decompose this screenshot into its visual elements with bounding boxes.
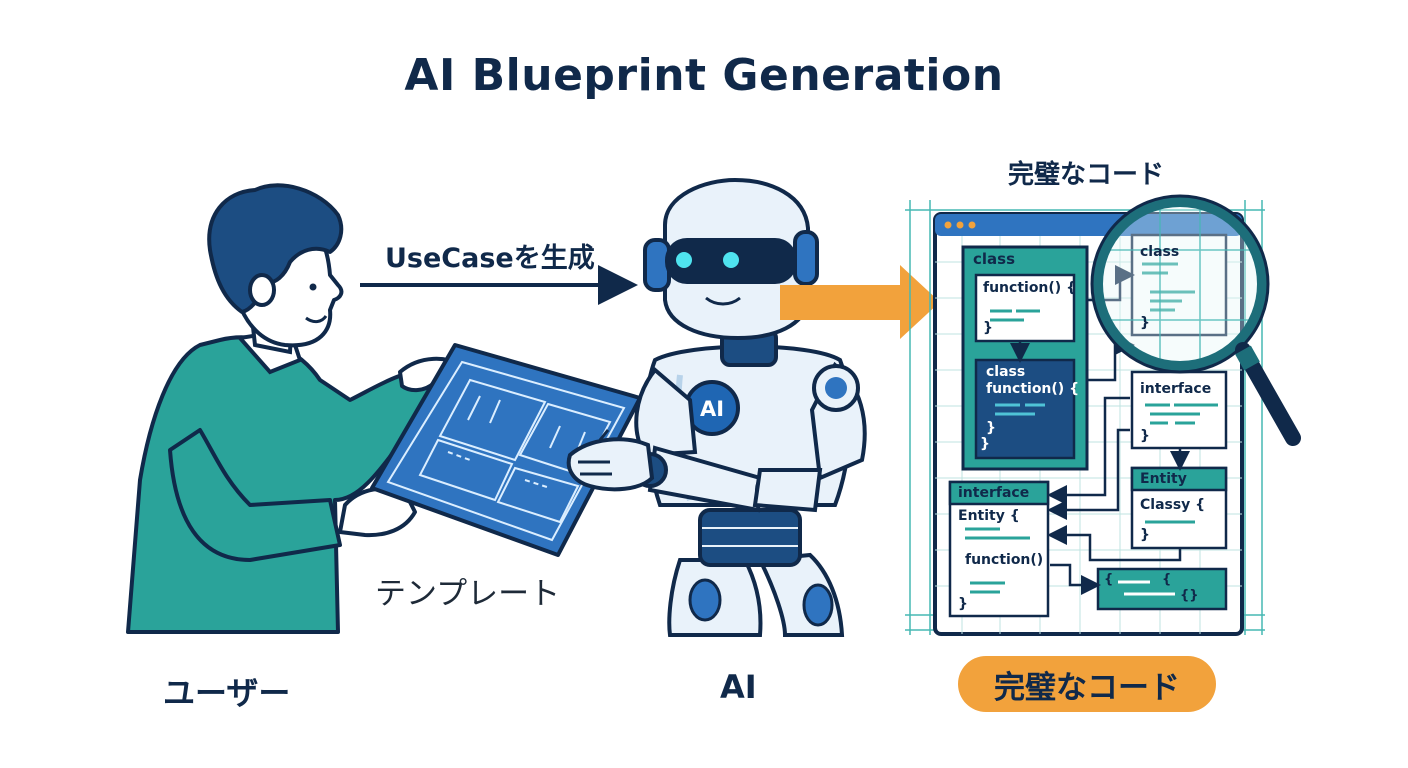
interface-right-keyword: interface [1140, 381, 1212, 397]
template-label: テンプレート [375, 576, 561, 612]
usecase-arrow-label: UseCaseを生成 [385, 243, 595, 274]
interface-left-header: interface [958, 485, 1030, 501]
class-keyword-1: class [973, 250, 1016, 268]
code-window-titlebar [935, 214, 1242, 236]
interface-left-close: } [958, 596, 968, 612]
interface-left-line1: Entity { [958, 508, 1020, 524]
entity-line: Classy { [1140, 497, 1206, 513]
person-icon [126, 183, 465, 634]
code-section-title: 完璧なコード [1008, 160, 1165, 190]
robot-icon [566, 177, 867, 637]
magnified-class-keyword: class [1140, 244, 1180, 260]
orange-arrow-icon [780, 265, 940, 339]
entity-header: Entity [1140, 471, 1187, 487]
small-block-open2: { [1162, 572, 1172, 587]
user-label: ユーザー [163, 674, 291, 712]
close-brace-2a: } [986, 420, 996, 436]
close-brace-1: } [983, 320, 993, 336]
magnified-close-brace: } [1140, 315, 1150, 331]
page-title: AI Blueprint Generation [404, 50, 1004, 101]
interface-left-line2: function() [965, 552, 1044, 568]
robot-chest-badge: AI [700, 397, 725, 421]
ai-label: AI [720, 668, 757, 706]
magnifier-icon [1090, 194, 1301, 446]
entity-close: } [1140, 527, 1150, 543]
code-badge: 完璧なコード [958, 656, 1216, 712]
class-keyword-2: class [986, 364, 1026, 380]
function-line-2: function() { [986, 381, 1080, 397]
small-block-open: { [1104, 572, 1114, 587]
blueprint-icon [370, 343, 642, 557]
small-block-close: {} [1180, 588, 1199, 603]
function-line-1: function() { [983, 280, 1077, 296]
close-brace-2b: } [980, 436, 990, 452]
interface-right-close: } [1140, 428, 1150, 444]
